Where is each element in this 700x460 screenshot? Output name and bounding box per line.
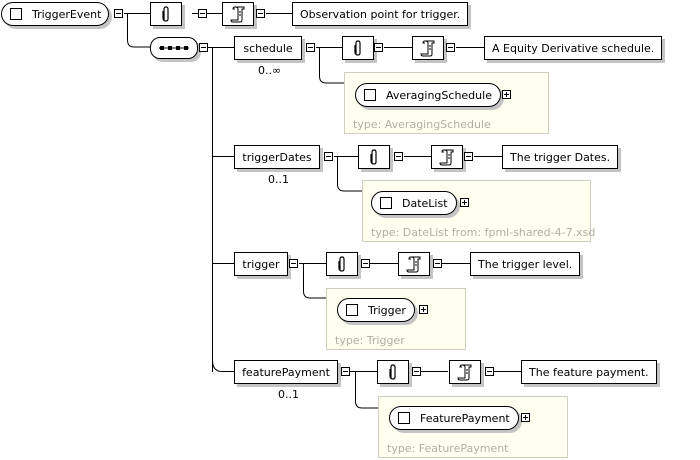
collapse-toggle-triggerdates[interactable] [324,152,333,161]
documentation-text-trigger: The trigger level. [470,252,581,276]
element-checkbox-icon [10,8,22,20]
type-element-featurepayment[interactable]: FeaturePayment [389,406,519,430]
type-label: type: AveragingSchedule [353,118,491,131]
collapse-toggle-schedule[interactable] [306,43,315,52]
documentation-box-trigger[interactable] [398,252,430,276]
scroll-icon [439,149,454,166]
element-trigger[interactable]: trigger [234,252,288,276]
paperclip-icon [389,364,396,380]
occurrence-label: 0..1 [268,173,289,186]
doc-text: The feature payment. [529,365,649,379]
collapse-toggle-annotation-triggerdates[interactable] [394,152,403,161]
scroll-icon [230,6,245,23]
type-label: type: Trigger [335,334,405,347]
expand-toggle-trigger[interactable] [419,305,428,314]
annotation-box-featurepayment[interactable] [377,360,409,384]
documentation-text-root: Observation point for trigger. [292,2,469,26]
element-triggerdates[interactable]: triggerDates [234,145,320,169]
element-label: schedule [243,41,293,55]
type-element-datelist[interactable]: DateList [371,191,457,215]
documentation-box-featurepayment[interactable] [449,360,481,384]
doc-text: A Equity Derivative schedule. [492,41,655,55]
collapse-toggle-doc-root[interactable] [256,9,265,18]
type-card-schedule: AveragingSchedule type: AveragingSchedul… [344,72,549,134]
element-label: trigger [242,257,280,271]
collapse-toggle-sequence[interactable] [199,43,208,52]
element-featurepayment[interactable]: featurePayment [234,360,338,384]
type-card-featurepayment: FeaturePayment type: FeaturePayment [378,396,568,458]
documentation-box-root[interactable] [222,2,254,26]
paperclip-icon [338,256,345,272]
expand-toggle-averagingschedule[interactable] [502,90,511,99]
doc-text: Observation point for trigger. [300,7,461,21]
collapse-toggle-doc-schedule[interactable] [446,43,455,52]
sequence-compositor[interactable] [150,37,198,59]
type-element-label: FeaturePayment [420,411,510,425]
occurrence-label: 0..∞ [258,64,282,77]
collapse-toggle-doc-triggerdates[interactable] [464,152,473,161]
documentation-box-schedule[interactable] [412,36,444,60]
annotation-box-root[interactable] [150,2,182,26]
type-card-trigger: Trigger type: Trigger [326,288,466,350]
doc-text: The trigger Dates. [510,150,611,164]
element-checkbox-icon [364,89,376,101]
collapse-toggle-featurepayment[interactable] [341,367,350,376]
element-label: featurePayment [242,365,330,379]
collapse-toggle-annotation-root[interactable] [198,9,207,18]
sequence-icon [159,46,189,50]
scroll-icon [457,364,472,381]
element-label: triggerDates [242,150,312,164]
annotation-box-trigger[interactable] [326,252,358,276]
scroll-icon [420,40,435,57]
documentation-text-schedule: A Equity Derivative schedule. [484,36,663,60]
collapse-toggle-doc-trigger[interactable] [433,259,442,268]
type-element-label: AveragingSchedule [386,88,492,102]
collapse-toggle-trigger[interactable] [289,259,298,268]
paperclip-icon [370,149,377,165]
element-schedule[interactable]: schedule [234,36,302,60]
collapse-toggle-root[interactable] [114,9,123,18]
type-element-label: DateList [402,196,448,210]
occurrence-label: 0..1 [278,388,299,401]
collapse-toggle-annotation-featurepayment[interactable] [412,367,421,376]
collapse-toggle-doc-featurepayment[interactable] [485,367,494,376]
type-element-label: Trigger [368,303,406,317]
paperclip-icon [162,6,169,22]
element-checkbox-icon [346,304,358,316]
documentation-text-triggerdates: The trigger Dates. [502,145,619,169]
expand-toggle-featurepayment[interactable] [521,413,530,422]
root-element-triggerevent[interactable]: TriggerEvent [1,2,109,26]
type-card-triggerdates: DateList type: DateList from: fpml-share… [362,180,595,242]
documentation-box-triggerdates[interactable] [431,145,463,169]
element-checkbox-icon [398,412,410,424]
collapse-toggle-annotation-trigger[interactable] [361,259,370,268]
type-element-averagingschedule[interactable]: AveragingSchedule [355,83,501,107]
doc-text: The trigger level. [478,257,573,271]
collapse-toggle-annotation-schedule[interactable] [374,43,383,52]
annotation-box-triggerdates[interactable] [358,145,390,169]
documentation-text-featurepayment: The feature payment. [521,360,657,384]
type-label: type: DateList from: fpml-shared-4-7.xsd [371,226,596,239]
scroll-icon [406,256,421,273]
type-element-trigger[interactable]: Trigger [337,298,415,322]
annotation-box-schedule[interactable] [342,36,374,60]
expand-toggle-datelist[interactable] [460,198,469,207]
paperclip-icon [354,40,361,56]
root-element-label: TriggerEvent [32,7,102,21]
element-checkbox-icon [380,197,392,209]
type-label: type: FeaturePayment [387,442,509,455]
